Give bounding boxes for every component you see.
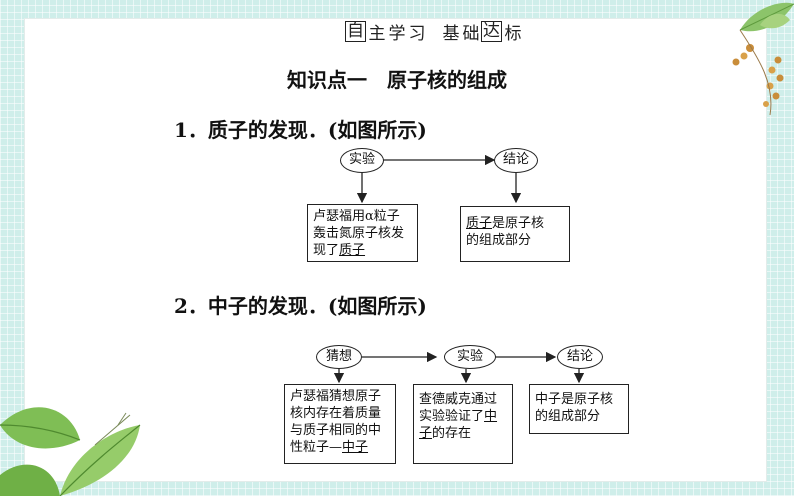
neutron-experiment-box: 查德威克通过 实验验证了中 子的存在 [413, 384, 513, 464]
experiment-oval: 实验 [340, 148, 384, 173]
box-line: 性粒子—中子 [290, 439, 390, 456]
answer-underline: 中子 [342, 440, 368, 455]
box-line: 核内存在着质量 [290, 405, 390, 422]
box-line: 卢瑟福用α粒子 [313, 208, 412, 225]
guess-oval: 猜想 [316, 345, 362, 369]
box-line: 轰击氮原子核发 [313, 225, 412, 242]
box-line: 卢瑟福猜想原子 [290, 388, 390, 405]
answer-underline: 质子 [339, 243, 365, 258]
neutron-conclusion-box: 中子是原子核 的组成部分 [529, 384, 629, 434]
neutron-guess-box: 卢瑟福猜想原子 核内存在着质量 与质子相同的中 性粒子—中子 [284, 384, 396, 464]
proton-conclusion-box: 质子是原子核 的组成部分 [460, 206, 570, 262]
box-line: 中子是原子核 [535, 391, 623, 408]
conclusion-oval: 结论 [494, 148, 538, 173]
box-line: 实验验证了中 [419, 408, 507, 425]
box-line: 与质子相同的中 [290, 422, 390, 439]
answer-underline: 中 [484, 409, 497, 424]
conclusion-oval: 结论 [557, 345, 603, 369]
box-line: 质子是原子核 [466, 215, 564, 232]
box-line: 现了质子 [313, 242, 412, 259]
proton-experiment-box: 卢瑟福用α粒子 轰击氮原子核发 现了质子 [307, 204, 418, 262]
box-line: 子的存在 [419, 425, 507, 442]
experiment-oval: 实验 [444, 345, 496, 369]
answer-underline: 子 [419, 426, 432, 441]
answer-underline: 质子 [466, 216, 492, 231]
box-line: 查德威克通过 [419, 391, 507, 408]
box-line: 的组成部分 [535, 408, 623, 425]
box-line: 的组成部分 [466, 232, 564, 249]
section2-heading: 2．中子的发现．(如图所示) [174, 290, 427, 319]
